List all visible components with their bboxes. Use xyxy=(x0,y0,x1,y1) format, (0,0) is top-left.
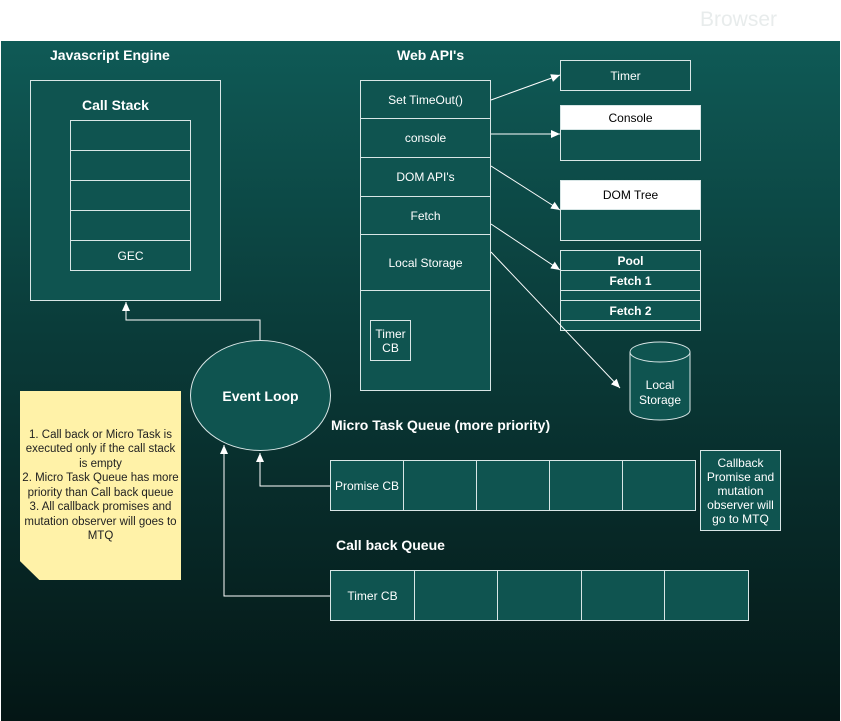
cbq-slot xyxy=(664,570,749,621)
fetch2-row: Fetch 2 xyxy=(560,300,701,321)
arrow-event-loop-to-stack xyxy=(122,302,261,340)
sticky-note: 1. Call back or Micro Task is executed o… xyxy=(20,391,181,580)
arrow-settimeout-timer xyxy=(490,74,561,101)
fetch1-row: Fetch 1 xyxy=(560,270,701,291)
callback-mtq-note: Callback Promise and mutation observer w… xyxy=(700,450,781,531)
cbq-slot xyxy=(414,570,498,621)
call-stack-slot xyxy=(70,210,191,241)
local-storage-label: Local Storage xyxy=(638,378,682,407)
cbq-slot xyxy=(497,570,582,621)
mtq-slot xyxy=(403,460,477,511)
mtq-slot xyxy=(622,460,696,511)
cbq-slot xyxy=(581,570,665,621)
mtq-slot xyxy=(476,460,550,511)
web-api-settimeout: Set TimeOut() xyxy=(360,80,491,119)
gec-slot: GEC xyxy=(70,240,191,271)
arrow-fetch xyxy=(490,223,561,271)
promise-cb-slot: Promise CB xyxy=(330,460,404,511)
timer-cb-in-web-api: Timer CB xyxy=(370,320,411,361)
dom-tree-header: DOM Tree xyxy=(560,180,701,210)
arrow-local-storage xyxy=(490,251,621,389)
web-api-console: console xyxy=(360,118,491,158)
browser-label: Browser xyxy=(700,8,778,31)
timer-cb-slot: Timer CB xyxy=(330,570,415,621)
js-engine-title: Javascript Engine xyxy=(50,47,170,63)
timer-resource: Timer xyxy=(560,60,691,91)
call-stack-title: Call Stack xyxy=(82,97,149,113)
web-api-fetch: Fetch xyxy=(360,196,491,235)
mtq-slot xyxy=(549,460,623,511)
event-loop: Event Loop xyxy=(190,340,331,451)
web-api-local-storage: Local Storage xyxy=(360,234,491,291)
local-storage-cylinder xyxy=(629,341,691,421)
web-api-dom: DOM API's xyxy=(360,157,491,197)
arrow-cbq-to-event-loop xyxy=(220,445,330,597)
web-apis-title: Web API's xyxy=(397,47,465,63)
console-resource-header: Console xyxy=(560,105,701,130)
micro-task-queue-title: Micro Task Queue (more priority) xyxy=(331,417,551,433)
arrow-mtq-to-event-loop xyxy=(256,453,330,487)
arrow-dom xyxy=(490,165,561,211)
call-back-queue-title: Call back Queue xyxy=(336,537,445,553)
